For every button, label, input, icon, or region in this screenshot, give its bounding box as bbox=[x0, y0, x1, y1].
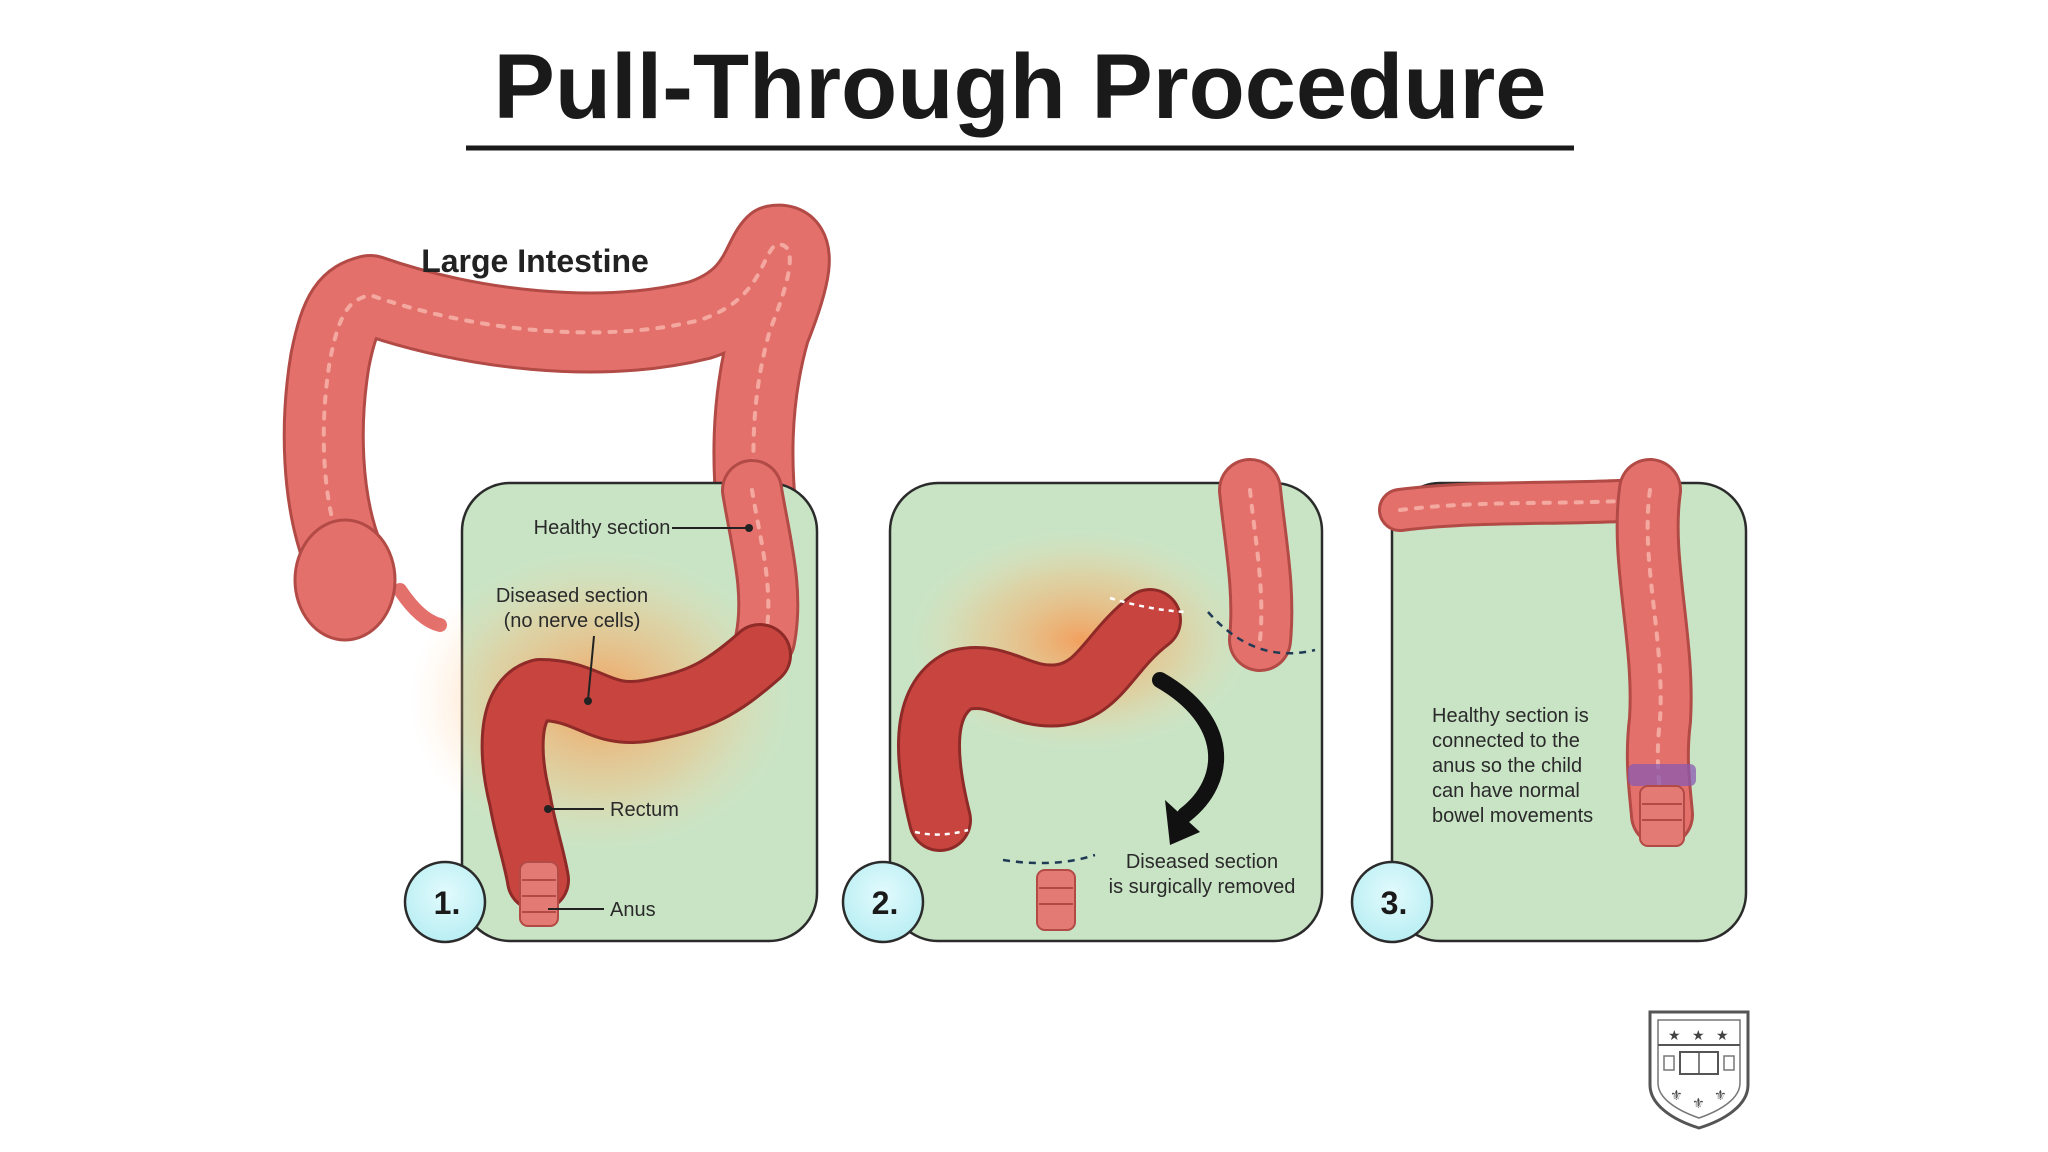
step-2-panel bbox=[888, 458, 1324, 943]
svg-text:⚜: ⚜ bbox=[1692, 1096, 1705, 1112]
result-caption-line4: can have normal bbox=[1432, 780, 1580, 802]
removal-caption-line1: Diseased section bbox=[1126, 851, 1278, 873]
step-2-number: 2. bbox=[872, 885, 899, 921]
result-caption-line5: bowel movements bbox=[1432, 805, 1593, 827]
large-intestine-label: Large Intestine bbox=[421, 243, 649, 279]
svg-text:★: ★ bbox=[1716, 1028, 1729, 1044]
step-2-badge bbox=[841, 860, 925, 944]
diseased-section-dot bbox=[584, 697, 592, 705]
university-shield-icon: ★ ★ ★ ⚜ ⚜ ⚜ bbox=[1648, 1010, 1750, 1130]
step-1-panel bbox=[410, 459, 819, 943]
diseased-section-sublabel: (no nerve cells) bbox=[504, 610, 641, 632]
removal-caption-line2: is surgically removed bbox=[1109, 876, 1296, 898]
healthy-section-label: Healthy section bbox=[534, 517, 671, 539]
rectum-label: Rectum bbox=[610, 799, 679, 821]
svg-text:⚜: ⚜ bbox=[1714, 1088, 1727, 1104]
svg-text:⚜: ⚜ bbox=[1670, 1088, 1683, 1104]
step-3-panel bbox=[1378, 458, 1748, 943]
result-caption-line2: connected to the bbox=[1432, 730, 1580, 752]
result-caption-line3: anus so the child bbox=[1432, 755, 1582, 777]
page-title: Pull-Through Procedure bbox=[494, 36, 1547, 138]
step-3-number: 3. bbox=[1381, 885, 1408, 921]
rectum-dot bbox=[544, 805, 552, 813]
result-caption-line1: Healthy section is bbox=[1432, 705, 1589, 727]
healthy-section-dot bbox=[745, 524, 753, 532]
diseased-section-leader bbox=[587, 635, 595, 701]
step-1-badge bbox=[403, 860, 487, 944]
svg-text:★: ★ bbox=[1692, 1028, 1705, 1044]
diseased-section-label: Diseased section bbox=[496, 585, 648, 607]
step-3-badge bbox=[1350, 860, 1434, 944]
step-1-number: 1. bbox=[434, 885, 461, 921]
svg-text:★: ★ bbox=[1668, 1028, 1681, 1044]
anus-label: Anus bbox=[610, 899, 656, 921]
